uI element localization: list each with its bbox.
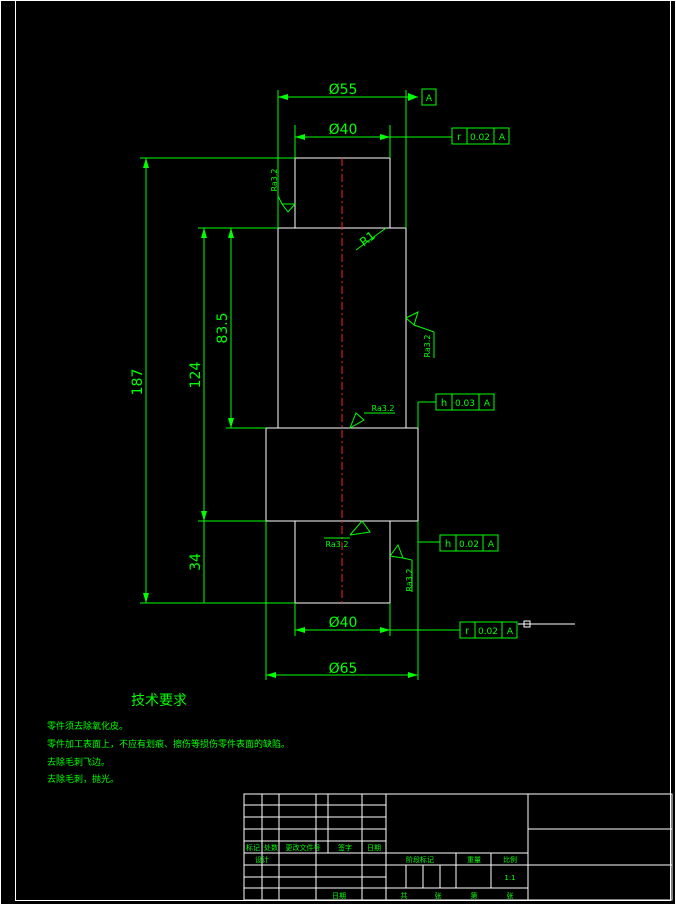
tb-label-count: 处数 — [264, 843, 278, 852]
dim-dia-65: Ø65 — [329, 661, 358, 677]
tolerance-frame-bottom: r 0.02 A — [459, 621, 518, 639]
requirement-line-2: 零件加工表面上，不应有划痕、擦伤等损伤零件表面的缺陷。 — [47, 740, 291, 750]
tol-bottom-value: 0.02 — [478, 627, 498, 637]
tb-sheet-number-1: 第 — [471, 891, 478, 900]
tb-sheet-total-1: 共 — [401, 891, 408, 900]
roughness-3-text: Ra3.2 — [371, 404, 394, 413]
tb-label-stage: 阶段标记 — [406, 855, 434, 864]
dim-length-187: 187 — [130, 369, 146, 396]
roughness-2-text: Ra3.2 — [423, 334, 432, 357]
requirement-line-1: 零件须去除氧化皮。 — [47, 722, 129, 732]
tolerance-frame-lower: h 0.02 A — [418, 534, 499, 552]
tb-sheet-total-2: 张 — [435, 891, 442, 900]
roughness-1-text: Ra3.2 — [270, 168, 279, 191]
requirement-line-3: 去除毛刺飞边。 — [47, 758, 111, 768]
tol-bottom-datum: A — [507, 627, 514, 637]
tb-label-mark: 标记 — [246, 843, 260, 852]
tol-mid-datum: A — [484, 399, 491, 409]
tol-lower-symbol: h — [445, 539, 451, 550]
dim-length-83-5: 83.5 — [215, 312, 231, 343]
datum-arrow — [408, 93, 418, 101]
tb-scale-value: 1:1 — [504, 874, 515, 882]
dim-dia-40-top: Ø40 — [329, 122, 358, 138]
tb-label-change-doc: 更改文件号 — [286, 843, 321, 852]
tol-bottom-symbol: r — [465, 626, 470, 637]
dim-dia-55: Ø55 — [329, 82, 358, 98]
tb-label-sign: 签字 — [338, 843, 352, 852]
dim-length-124: 124 — [188, 362, 204, 389]
dim-length-34: 34 — [188, 553, 204, 571]
datum-label: A — [426, 94, 433, 104]
roughness-symbol-5: Ra3.2 — [389, 543, 414, 592]
roughness-4-text: Ra3.2 — [325, 540, 348, 549]
roughness-symbol-3: Ra3.2 — [349, 404, 395, 429]
tb-label-design: 设计 — [255, 855, 269, 864]
dimension-lines — [143, 94, 575, 678]
extension-lines — [140, 90, 419, 680]
tol-top-symbol: r — [457, 132, 462, 143]
roughness-5-text: Ra3.2 — [405, 568, 414, 591]
dim-dia-40-bottom: Ø40 — [329, 615, 358, 631]
tech-requirements-title: 技术要求 — [131, 693, 187, 709]
roughness-symbol-4: Ra3.2 — [324, 520, 371, 549]
tol-lower-value: 0.02 — [459, 540, 479, 550]
roughness-symbol-2: Ra3.2 — [405, 311, 435, 358]
requirement-line-4: 去除毛刺，抛光。 — [47, 775, 120, 785]
datum-box — [421, 88, 437, 106]
tb-sheet-number-2: 张 — [507, 891, 514, 900]
tolerance-frame-top: r 0.02 A — [451, 127, 510, 145]
tol-mid-symbol: h — [441, 398, 447, 409]
tol-top-value: 0.02 — [470, 133, 490, 143]
tb-label-date: 日期 — [367, 844, 381, 852]
tb-label-weight: 重量 — [467, 856, 481, 864]
tolerance-frame-mid: h 0.03 A — [417, 393, 495, 428]
tb-label-scale: 比例 — [503, 855, 517, 864]
roughness-symbol-1: Ra3.2 — [270, 162, 297, 213]
tol-top-datum: A — [499, 133, 506, 143]
tol-mid-value: 0.03 — [455, 399, 475, 409]
title-block: 标记 处数 更改文件号 签字 日期 设计 阶段标记 重量 比例 1:1 共 张 … — [243, 793, 673, 901]
tb-label-approve-date: 日期 — [332, 892, 346, 900]
dim-radius: R1 — [357, 228, 378, 249]
tol-lower-datum: A — [488, 540, 495, 550]
